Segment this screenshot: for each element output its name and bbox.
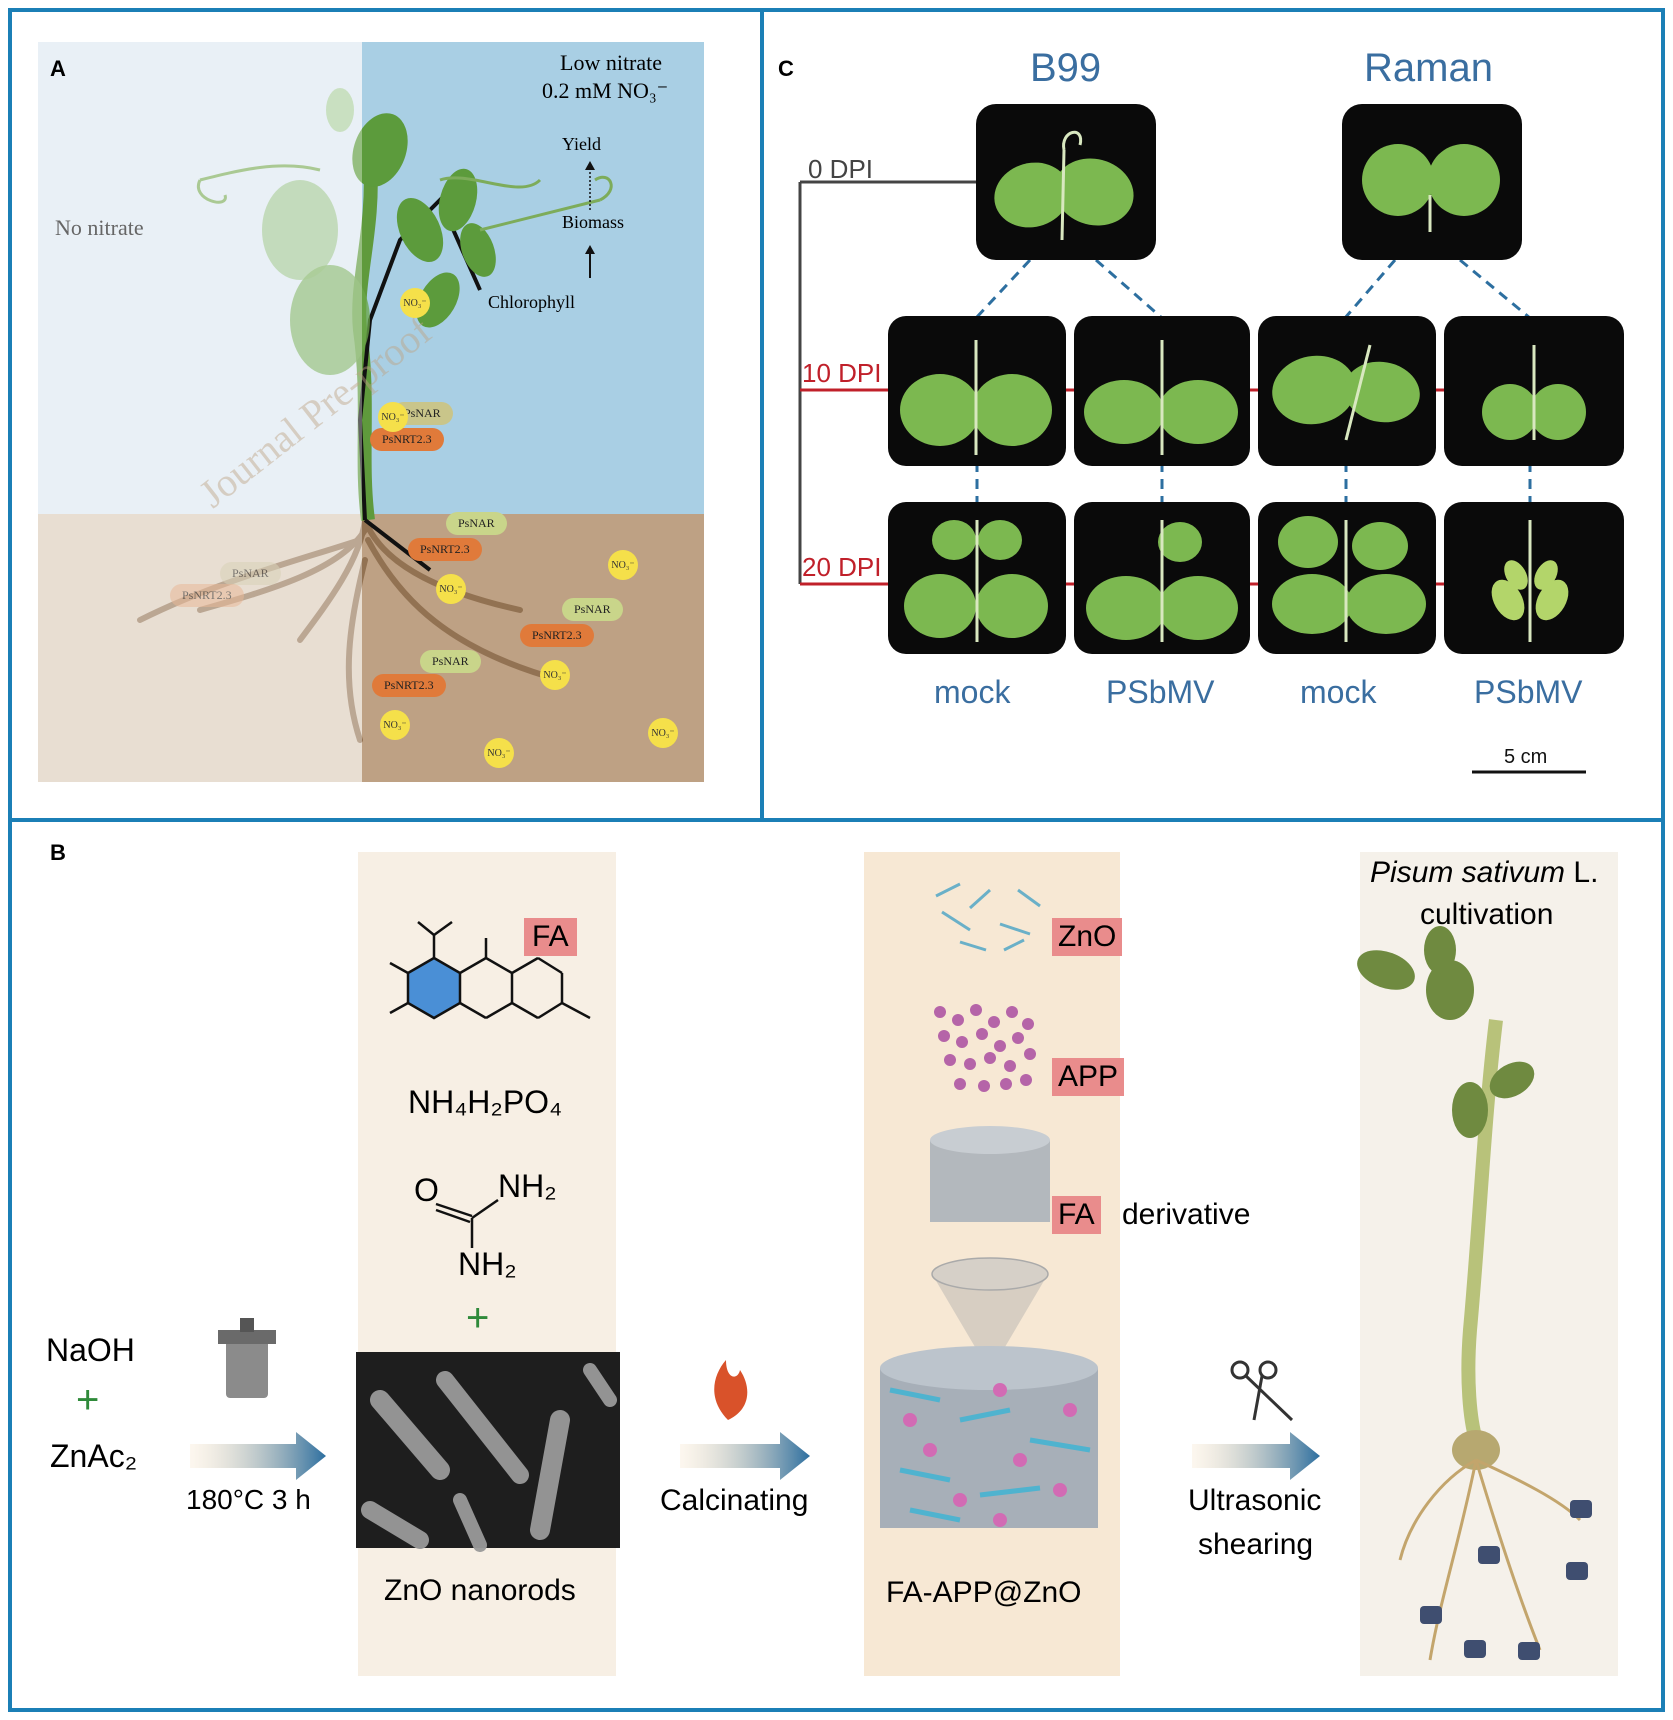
naoh-label: NaOH <box>46 1332 135 1368</box>
psbmv-label-b99: PSbMV <box>1106 674 1215 710</box>
psnrt-pill: PsNRT2.3 <box>520 624 594 647</box>
b99-label: B99 <box>1030 46 1102 90</box>
pisum-italic: Pisum sativum <box>1370 856 1566 889</box>
zno-tag: ZnO <box>1052 918 1123 956</box>
psnrt-pill: PsNRT2.3 <box>170 584 244 607</box>
low-nitrate-concentration: 0.2 mM NO₃⁻ <box>542 78 669 103</box>
derivative-label: derivative <box>1122 1198 1251 1231</box>
mock-label-raman: mock <box>1300 674 1377 710</box>
nitrate-circle: NO₃⁻ <box>608 550 638 580</box>
urea-o: O <box>414 1172 439 1208</box>
cultivation-label: cultivation <box>1420 898 1554 931</box>
nitrate-circle: NO₃⁻ <box>378 402 408 432</box>
plus-sign-1: + <box>76 1378 100 1422</box>
nitrate-circle: NO₃⁻ <box>484 738 514 768</box>
biomass-label: Biomass <box>562 212 625 232</box>
dpi-20-label: 20 DPI <box>802 552 882 582</box>
low-nitrate-label: Low nitrate <box>560 50 663 75</box>
psnar-pill: PsNAR <box>446 512 507 535</box>
znac2-label: ZnAc₂ <box>50 1438 138 1474</box>
dpi-10-label: 10 DPI <box>802 358 882 388</box>
panel-b-letter: B <box>50 840 66 865</box>
ultrasonic-label: Ultrasonic <box>1188 1484 1322 1517</box>
urea-bonds <box>435 1198 499 1248</box>
psnrt-pill: PsNRT2.3 <box>372 674 446 697</box>
panel-a-letter: A <box>50 56 66 81</box>
calcinating-label: Calcinating <box>660 1484 809 1517</box>
scale-bar-label: 5 cm <box>1504 746 1548 768</box>
psnrt-pill: PsNRT2.3 <box>370 428 444 451</box>
plus-sign-2: + <box>466 1296 490 1340</box>
nitrate-circle: NO₃⁻ <box>400 288 430 318</box>
urea-nh2-bottom: NH₂ <box>458 1246 517 1282</box>
fa-derivative-tag: FA <box>1052 1196 1101 1234</box>
app-tag: APP <box>1052 1058 1125 1096</box>
pisum-title: Pisum sativum L. <box>1370 856 1598 890</box>
pisum-l: L. <box>1565 856 1599 889</box>
psbmv-label-raman: PSbMV <box>1474 674 1583 710</box>
nitrate-circle: NO₃⁻ <box>540 660 570 690</box>
panel-b-frame <box>8 818 1665 1712</box>
psnar-pill: PsNAR <box>562 598 623 621</box>
panel-a-illustration <box>38 42 704 782</box>
panel-b-illustration <box>190 852 1618 1676</box>
psnar-pill: PsNAR <box>220 562 281 585</box>
no-nitrate-label: No nitrate <box>55 215 144 240</box>
urea-nh2-top: NH₂ <box>498 1168 557 1204</box>
fa-tag: FA <box>524 918 577 956</box>
nitrate-circle: NO₃⁻ <box>436 574 466 604</box>
mock-label-b99: mock <box>934 674 1011 710</box>
nitrate-circle: NO₃⁻ <box>380 710 410 740</box>
nitrate-circle: NO₃⁻ <box>648 718 678 748</box>
nh4h2po4-label: NH₄H₂PO₄ <box>408 1084 563 1120</box>
psnar-pill: PsNAR <box>420 650 481 673</box>
yield-label: Yield <box>562 134 601 154</box>
dpi-0-label: 0 DPI <box>808 154 874 184</box>
panel-c-layout <box>798 104 1624 774</box>
chlorophyll-label: Chlorophyll <box>488 292 576 312</box>
psnrt-pill: PsNRT2.3 <box>408 538 482 561</box>
product-label: FA-APP@ZnO <box>886 1576 1082 1609</box>
shearing-label: shearing <box>1198 1528 1314 1561</box>
raman-label: Raman <box>1364 46 1493 90</box>
panel-c-letter: C <box>778 56 794 81</box>
temperature-label: 180°C 3 h <box>186 1484 311 1515</box>
zno-nanorods-label: ZnO nanorods <box>384 1574 576 1607</box>
